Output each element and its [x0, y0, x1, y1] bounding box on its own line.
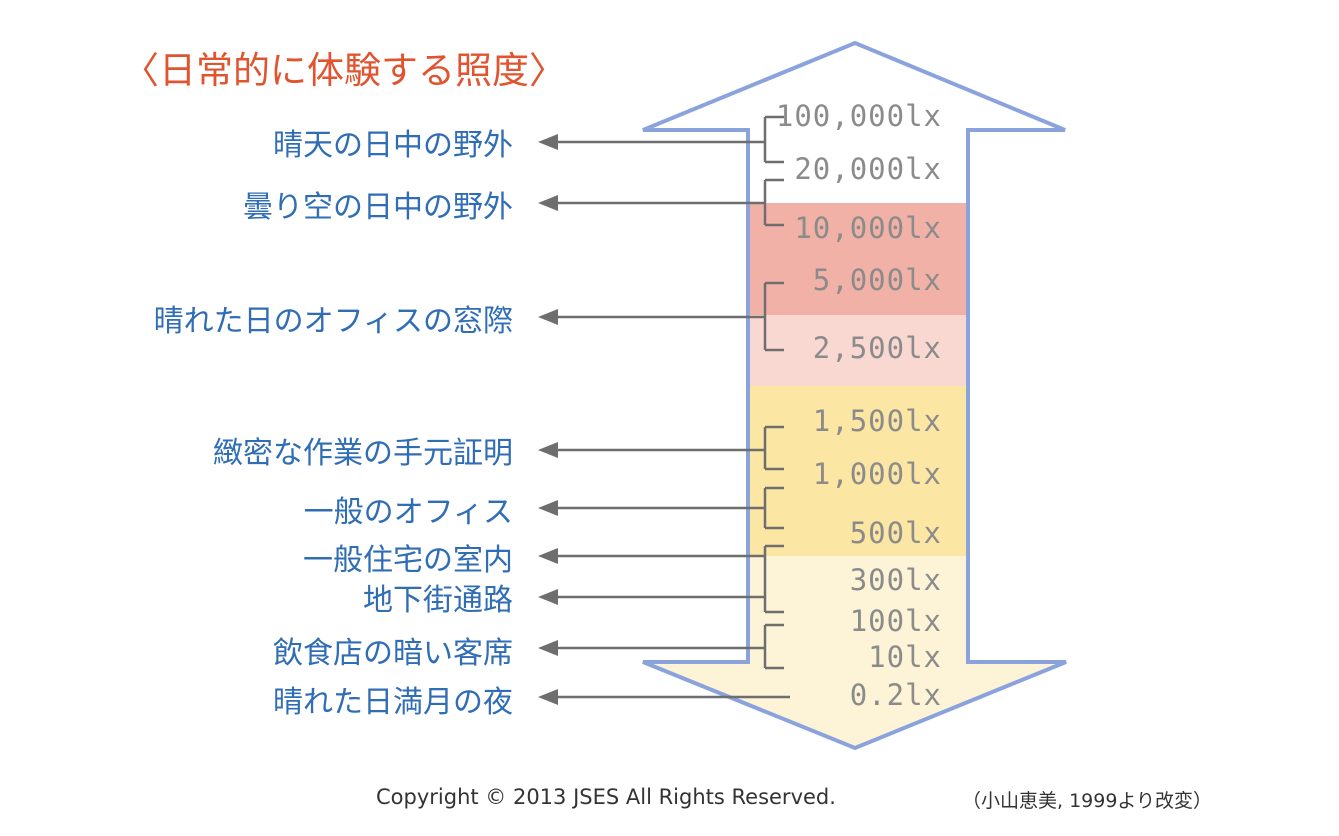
scene-label-home-indoor: 一般住宅の室内 [303, 543, 513, 578]
lux-label-5000: 5,000lx [812, 263, 942, 297]
lux-label-10: 10lx [868, 640, 942, 674]
scene-label-cloudy-outdoor: 曇り空の日中の野外 [243, 190, 513, 225]
arrowhead-sunny-outdoor [538, 134, 558, 150]
arrowhead-fine-work [538, 442, 558, 458]
double-arrow [642, 40, 1067, 751]
lux-label-500: 500lx [849, 516, 942, 550]
lux-label-100: 100lx [849, 604, 942, 638]
arrowhead-general-office [538, 500, 558, 516]
page-title: 〈日常的に体験する照度〉 [122, 49, 566, 92]
connectors [538, 115, 790, 705]
lux-label-0.2: 0.2lx [849, 678, 942, 712]
scene-label-full-moon: 晴れた日満月の夜 [273, 685, 513, 720]
arrowhead-full-moon [538, 689, 558, 705]
lux-label-10000: 10,000lx [794, 211, 942, 245]
scene-label-general-office: 一般のオフィス [303, 495, 513, 530]
copyright-text: Copyright © 2013 JSES All Rights Reserve… [376, 785, 836, 809]
arrowhead-restaurant [538, 640, 558, 656]
arrowhead-cloudy-outdoor [538, 195, 558, 211]
lux-label-20000: 20,000lx [794, 152, 942, 186]
source-citation: （小山恵美, 1999より改変） [962, 790, 1213, 812]
lux-label-1000: 1,000lx [812, 457, 942, 491]
arrowhead-underground [538, 589, 558, 605]
scene-label-fine-work: 緻密な作業の手元証明 [213, 436, 513, 471]
scene-label-underground: 地下街通路 [363, 583, 513, 618]
scene-label-sunny-outdoor: 晴天の日中の野外 [273, 128, 513, 163]
lux-label-1500: 1,500lx [812, 404, 942, 438]
lux-label-2500: 2,500lx [812, 331, 942, 365]
scene-label-restaurant: 飲食店の暗い客席 [273, 636, 513, 671]
arrowhead-office-window [538, 309, 558, 325]
lux-label-100000: 100,000lx [775, 99, 942, 133]
scene-label-office-window: 晴れた日のオフィスの窓際 [153, 304, 513, 339]
lux-label-300: 300lx [849, 563, 942, 597]
arrowhead-home-indoor [538, 548, 558, 564]
